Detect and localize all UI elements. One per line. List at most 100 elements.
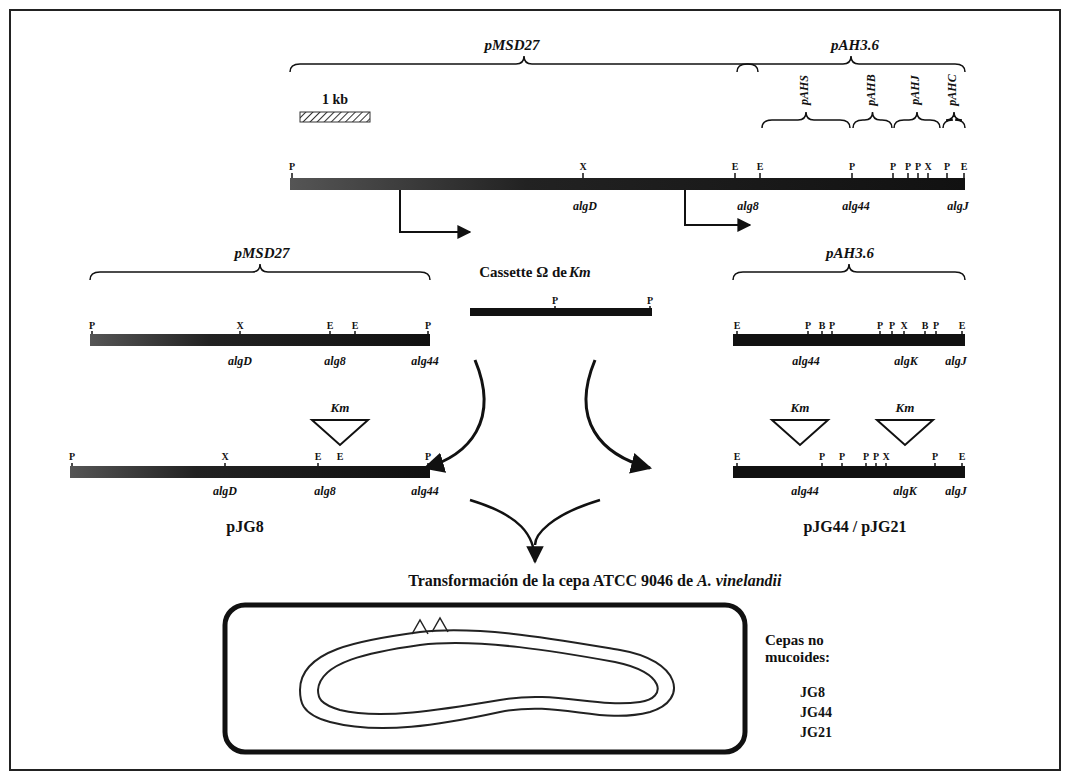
gene-label: alg8	[737, 200, 758, 213]
site-tick	[291, 173, 293, 178]
restriction-site: B	[922, 320, 929, 331]
gene-label: alg44	[792, 355, 819, 368]
gene-label: algK	[894, 355, 917, 368]
gene-label: pAHC	[946, 74, 959, 105]
restriction-site: B	[819, 320, 826, 331]
gene-label: Km	[896, 401, 915, 415]
restriction-site: P	[933, 320, 939, 331]
restriction-site: P	[289, 161, 295, 172]
span-bracket	[894, 112, 940, 128]
site-tick	[961, 463, 963, 466]
gene-label: algJ	[945, 355, 966, 368]
span-bracket	[290, 56, 758, 72]
gene-label: alg44	[842, 200, 869, 213]
site-tick	[875, 463, 877, 466]
gene-label: pAH3.6	[826, 245, 874, 262]
gene-label: pAHS	[798, 75, 811, 105]
figure-label: Cassette Ω de	[479, 264, 567, 281]
restriction-site: P	[425, 320, 431, 331]
gene-label: algJ	[947, 200, 968, 213]
restriction-site: P	[877, 320, 883, 331]
gene-label: alg8	[314, 485, 335, 498]
restriction-site: P	[819, 451, 825, 462]
restriction-site: P	[552, 295, 558, 306]
figure-label: Transformación de la cepa ATCC 9046 de	[408, 572, 693, 590]
site-tick	[885, 463, 887, 466]
site-tick	[935, 331, 937, 334]
restriction-site: E	[734, 451, 741, 462]
figure-label: JG8	[800, 685, 825, 700]
gene-label: Km	[569, 264, 591, 281]
site-tick	[329, 331, 331, 334]
site-tick	[831, 331, 833, 334]
restriction-site: P	[829, 320, 835, 331]
site-tick	[963, 173, 965, 178]
gene-label: algD	[228, 355, 252, 368]
site-tick	[759, 173, 761, 178]
restriction-site: P	[932, 451, 938, 462]
restriction-site: P	[915, 161, 921, 172]
site-tick	[427, 331, 429, 334]
gene-label: algJ	[945, 485, 966, 498]
gene-label: algD	[213, 485, 237, 498]
site-tick	[841, 463, 843, 466]
restriction-site: E	[734, 320, 741, 331]
gene-label: Km	[331, 401, 350, 415]
restriction-site: E	[337, 451, 344, 462]
span-bracket	[90, 264, 430, 280]
restriction-site: E	[352, 320, 359, 331]
gene-label: alg44	[411, 485, 438, 498]
gene-label: pAH3.6	[831, 37, 879, 54]
gene-label: pAHJ	[909, 75, 922, 104]
restriction-site: X	[579, 161, 586, 172]
site-tick	[71, 463, 73, 466]
restriction-site: P	[839, 451, 845, 462]
restriction-site: P	[863, 451, 869, 462]
restriction-site: E	[757, 161, 764, 172]
figure-label: pJG44 / pJG21	[803, 518, 906, 536]
site-tick	[354, 331, 356, 334]
site-tick	[891, 331, 893, 334]
restriction-site: E	[961, 161, 968, 172]
site-tick	[892, 173, 894, 178]
site-tick	[736, 331, 738, 334]
restriction-site: E	[315, 451, 322, 462]
span-bracket	[737, 56, 965, 72]
site-tick	[903, 331, 905, 334]
span-bracket	[762, 112, 850, 128]
site-tick	[734, 173, 736, 178]
figure-label: JG21	[800, 725, 832, 740]
site-tick	[224, 463, 226, 466]
restriction-site: P	[944, 161, 950, 172]
site-tick	[821, 331, 823, 334]
site-tick	[907, 173, 909, 178]
restriction-site: P	[647, 295, 653, 306]
restriction-site: E	[959, 451, 966, 462]
restriction-site: P	[805, 320, 811, 331]
figure-label: 1 kb	[322, 92, 348, 107]
gene-label: Km	[791, 401, 810, 415]
restriction-site: E	[959, 320, 966, 331]
site-tick	[427, 463, 429, 466]
span-bracket	[733, 264, 965, 280]
restriction-site: P	[849, 161, 855, 172]
restriction-site: P	[890, 161, 896, 172]
restriction-site: P	[425, 451, 431, 462]
site-tick	[317, 463, 319, 466]
site-tick	[736, 463, 738, 466]
gene-label: pAHB	[865, 74, 878, 105]
gene-label: pMSD27	[484, 37, 539, 54]
restriction-site: X	[882, 451, 889, 462]
span-bracket	[943, 112, 965, 128]
site-tick	[649, 306, 651, 308]
restriction-site: P	[905, 161, 911, 172]
restriction-site: P	[89, 320, 95, 331]
restriction-site: E	[327, 320, 334, 331]
gene-label: algD	[573, 200, 597, 213]
site-tick	[946, 173, 948, 178]
gene-label: alg44	[791, 485, 818, 498]
restriction-site: P	[69, 451, 75, 462]
site-tick	[239, 331, 241, 334]
